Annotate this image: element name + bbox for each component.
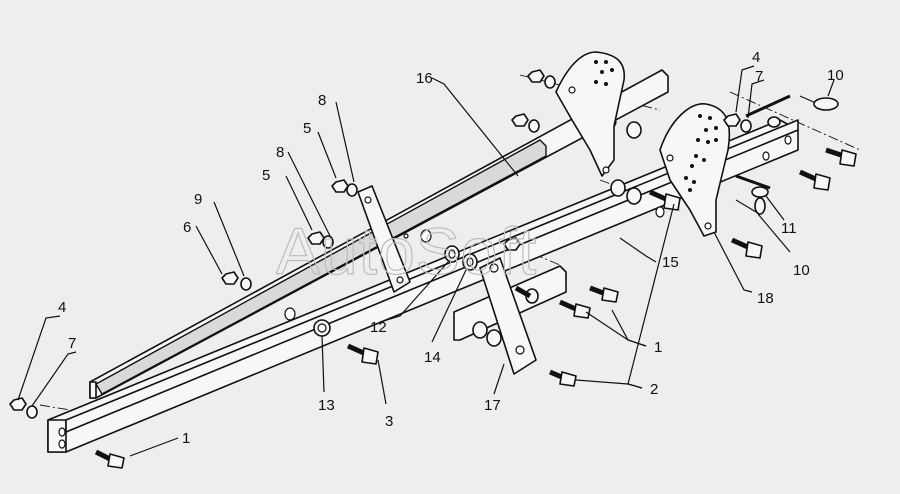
washer-7-right xyxy=(740,119,752,133)
pin-upper xyxy=(745,94,791,128)
nut-5a xyxy=(307,231,325,245)
nut-4-right xyxy=(723,113,741,127)
callout-8: 8 xyxy=(318,92,326,109)
bushing-e xyxy=(486,329,502,347)
callout-labels: 1 1 2 3 4 4 5 5 6 7 7 8 8 9 10 10 11 12 … xyxy=(58,49,844,447)
bolt-2b xyxy=(648,189,681,211)
nut-5b xyxy=(331,179,349,193)
callout-4: 4 xyxy=(58,299,66,316)
part-17-bracket xyxy=(479,257,537,375)
watermark-text: AutoSoft xyxy=(276,214,537,288)
nut-mid xyxy=(503,237,521,251)
callout-16: 16 xyxy=(416,70,433,87)
bolt-right-b xyxy=(798,169,831,191)
bolts xyxy=(94,147,857,469)
bushing-14 xyxy=(462,253,478,271)
callout-18: 18 xyxy=(757,290,774,307)
callout-10: 10 xyxy=(793,262,810,279)
clip-10-lower xyxy=(735,197,766,215)
callout-15: 15 xyxy=(662,254,679,271)
callout-3: 3 xyxy=(385,413,393,430)
callout-12: 12 xyxy=(370,319,387,336)
nut-top-a xyxy=(527,69,545,83)
callout-10: 10 xyxy=(827,67,844,84)
washer-7-left xyxy=(26,405,38,419)
bolt-3 xyxy=(346,343,379,365)
bolt-1b xyxy=(589,285,619,303)
callout-2: 2 xyxy=(650,381,658,398)
clip-10-upper xyxy=(799,95,839,111)
callout-1: 1 xyxy=(182,430,190,447)
bushing-b xyxy=(610,179,626,197)
nuts-washers xyxy=(9,69,752,419)
washer-9 xyxy=(240,277,252,291)
bolt-right-c xyxy=(730,237,763,259)
bolt-2a xyxy=(549,369,577,387)
callout-7: 7 xyxy=(68,335,76,352)
bolt-1c xyxy=(514,285,532,299)
leader-lines xyxy=(17,65,835,457)
bushings xyxy=(313,121,642,347)
bushing-13 xyxy=(313,319,331,337)
callout-8: 8 xyxy=(276,144,284,161)
callout-4: 4 xyxy=(752,49,760,66)
nut-6 xyxy=(221,271,239,285)
bolt-1-left xyxy=(94,449,125,469)
small-bracket xyxy=(357,185,411,293)
part-18-plate xyxy=(659,103,731,237)
washer-8a xyxy=(322,235,334,249)
bushing-a xyxy=(626,121,642,139)
pins-clips xyxy=(735,94,839,215)
callout-14: 14 xyxy=(424,349,441,366)
callout-17: 17 xyxy=(484,397,501,414)
bolt-right-a xyxy=(825,147,857,167)
nut-top-b xyxy=(511,113,529,127)
callout-9: 9 xyxy=(194,191,202,208)
washer-top-a xyxy=(544,75,556,89)
callout-7: 7 xyxy=(755,68,763,85)
nut-4-left xyxy=(9,397,27,411)
rear-perforated-plate xyxy=(555,51,625,177)
bushing-d xyxy=(472,321,488,339)
washer-8b xyxy=(346,183,358,197)
plate-18-holes xyxy=(666,114,718,230)
bushing-c xyxy=(626,187,642,205)
callout-13: 13 xyxy=(318,397,335,414)
pin-11 xyxy=(735,174,771,198)
bushing-12 xyxy=(444,245,460,263)
callout-11: 11 xyxy=(781,220,797,237)
bolt-1a xyxy=(558,299,591,319)
callout-5: 5 xyxy=(262,167,270,184)
callout-1: 1 xyxy=(654,339,662,356)
callout-5: 5 xyxy=(303,120,311,137)
callout-6: 6 xyxy=(183,219,191,236)
washer-top-b xyxy=(528,119,540,133)
